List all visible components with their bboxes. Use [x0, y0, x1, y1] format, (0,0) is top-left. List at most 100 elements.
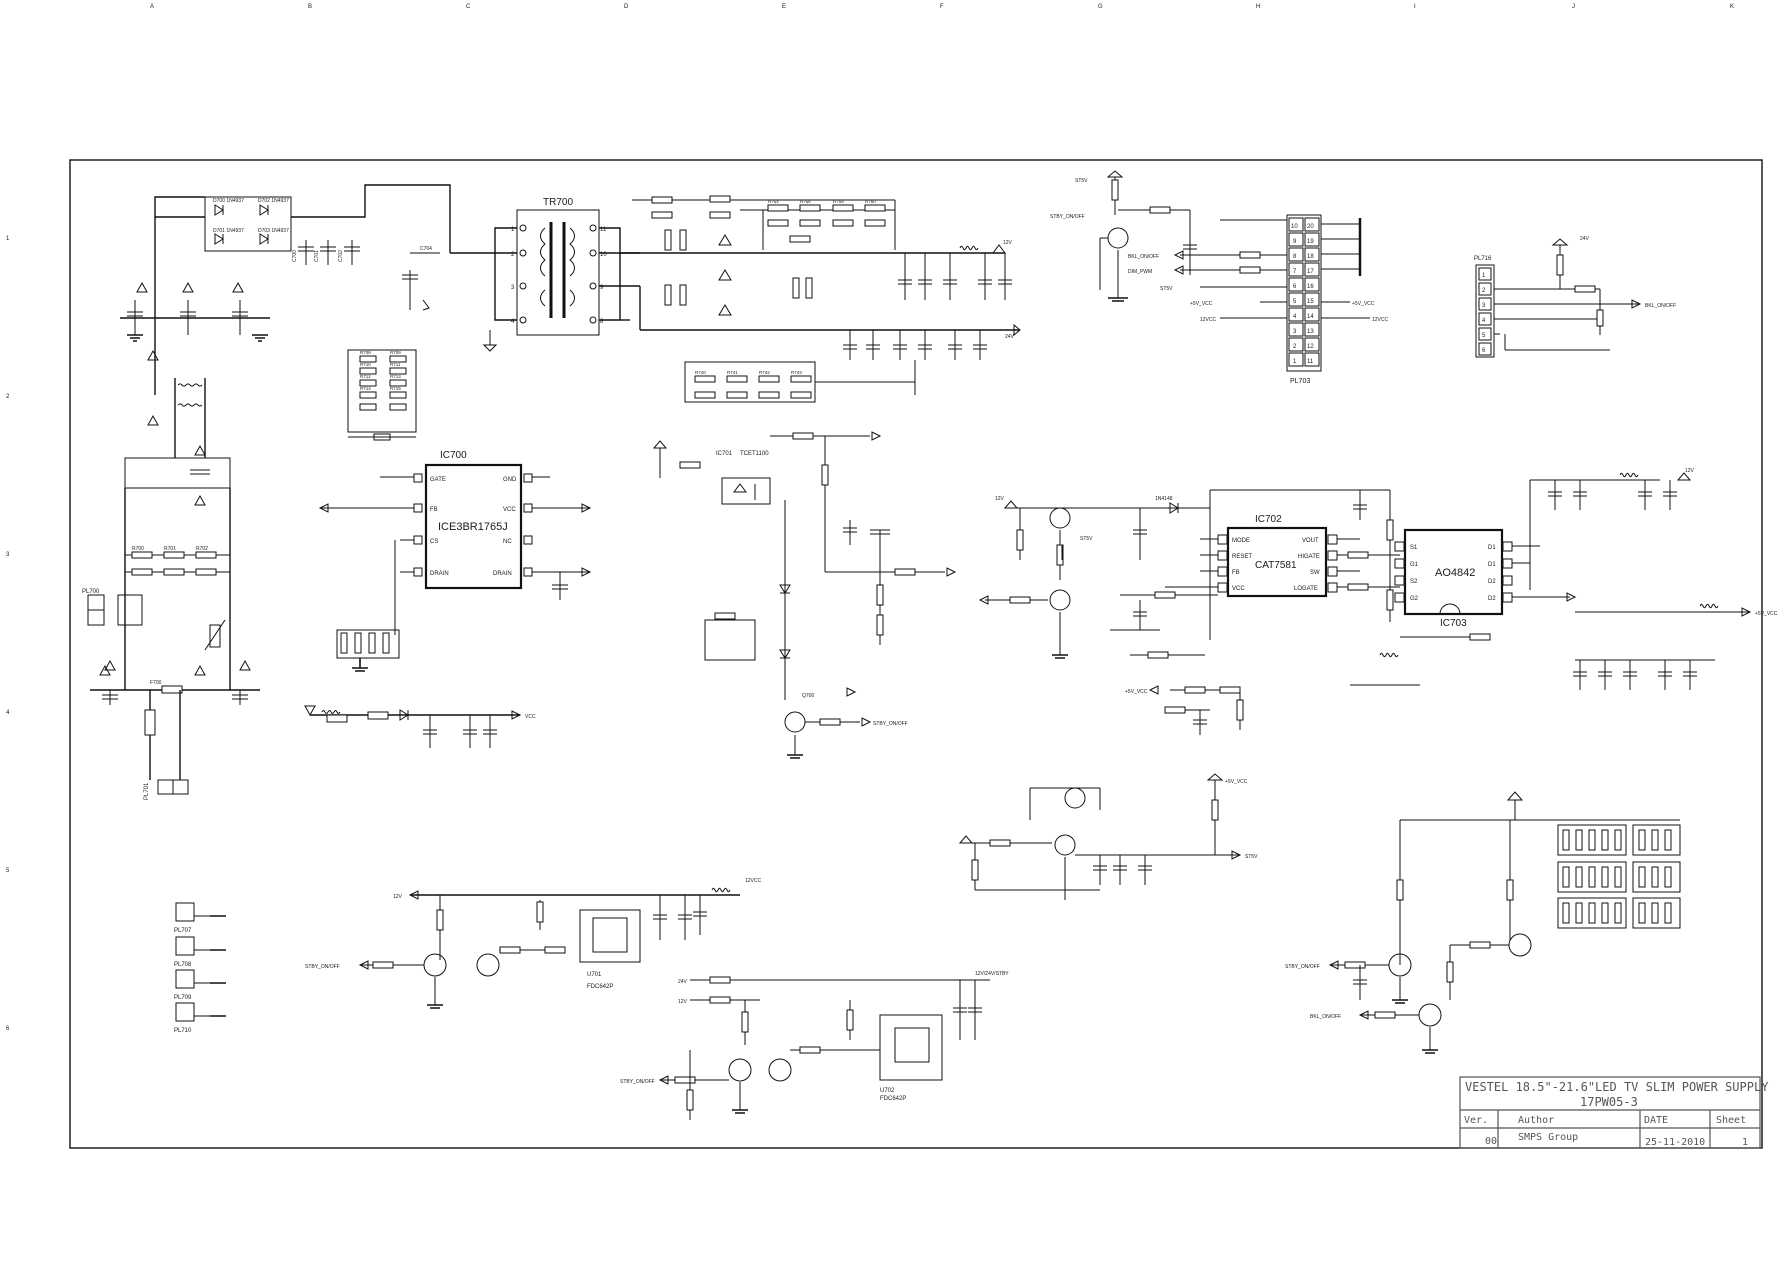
pl703-pin-16: 16 — [1307, 284, 1314, 290]
grid-col-j: J — [1572, 4, 1575, 10]
title-block-ver-label: Ver. — [1464, 1115, 1488, 1126]
cap-c700-label: C700 — [292, 250, 298, 262]
12vcc-label-2: 12VCC — [1372, 317, 1389, 323]
r754-label: R754 — [768, 199, 779, 204]
vcc5-label-2: +5V_VCC — [1352, 301, 1375, 307]
pl703-pin-1: 1 — [1293, 359, 1297, 365]
tr-pin-8: 8 — [600, 319, 604, 325]
r713-label: R713 — [390, 374, 401, 379]
pl703-pin-14: 14 — [1307, 314, 1314, 320]
ic700-pin-drain-r: DRAIN — [493, 571, 512, 577]
12v24v-stby-label: 12V/24V/STBY — [975, 971, 1009, 977]
pl703-pin-9: 9 — [1293, 239, 1297, 245]
title-block-date-label: DATE — [1644, 1115, 1668, 1126]
q700-label: Q700 — [802, 693, 814, 699]
pl716-ref: PL716 — [1474, 256, 1492, 262]
pl700-label: PL700 — [82, 589, 100, 595]
r756-label: R756 — [800, 199, 811, 204]
net-12v-right: 12V — [1685, 468, 1695, 474]
ic702-pin-vout: VOUT — [1302, 538, 1319, 544]
ic700-part: ICE3BR1765J — [438, 521, 508, 533]
r708-label: R708 — [360, 350, 371, 355]
f700-label: F700 — [150, 680, 162, 686]
stby-on-off-label-4: STBY_ON/OFF — [620, 1079, 655, 1085]
r758-label: R758 — [833, 199, 844, 204]
pl703-pin-3: 3 — [1293, 329, 1297, 335]
tr-pin-3: 3 — [511, 285, 515, 291]
ic700-pin-gnd: GND — [503, 477, 517, 483]
r715-label: R715 — [390, 386, 401, 391]
r710-label: R710 — [360, 362, 371, 367]
pl703-pin-19: 19 — [1307, 239, 1314, 245]
r742-label: R742 — [759, 370, 770, 375]
title-block-doc-number: 17PW05-3 — [1580, 1095, 1638, 1109]
pl708-label: PL708 — [174, 962, 192, 968]
r714-label: R714 — [360, 386, 371, 391]
grid-col-k: K — [1730, 4, 1734, 10]
ic702-controller: IC702 CAT7581 MODE RESET FB VCC VOUT HIG… — [1165, 489, 1400, 640]
pl703-pin-6: 6 — [1293, 284, 1297, 290]
ic703-mosfet: IC703 AO4842 S1 G1 S2 G2 D1 D1 D2 D2 1 — [1350, 468, 1778, 690]
ic703-pin-d2a: D2 — [1488, 579, 1496, 585]
bottom-right-resistor-matrix: STBY_ON/OFF BKL_ON/OFF — [1285, 791, 1681, 1054]
dim-pwm-label: DIM_PWM — [1128, 269, 1152, 275]
12vcc-label-3: 12VCC — [745, 878, 762, 884]
ic703-pin-d1b: D1 — [1488, 562, 1496, 568]
pl716-pin-4: 4 — [1482, 318, 1486, 324]
vcc5-label-4: +5V_VCC — [1125, 689, 1148, 695]
vcc-supply-chain: VCC — [304, 705, 536, 748]
r740-label: R740 — [695, 370, 706, 375]
tr-pin-4: 4 — [511, 319, 515, 325]
standby-transistor-pair: ST5V — [1061, 536, 1093, 560]
pl703-connector: PL703 10 20 9 19 8 18 7 17 6 16 5 15 4 1… — [1128, 214, 1389, 385]
ic702-pin-sw: SW — [1310, 570, 1320, 576]
ic703-ref: IC703 — [1440, 618, 1467, 629]
ic702-pin-reset: RESET — [1232, 554, 1252, 560]
stby-5v-section: ST5V STBY_ON/OFF — [1050, 170, 1197, 302]
st5v-label-2: ST5V — [1160, 286, 1173, 292]
ic700-pin-cs: CS — [430, 539, 438, 545]
grid-row-5: 5 — [6, 868, 10, 874]
ic700-controller: IC700 ICE3BR1765J GATE FB CS DRAIN GND V… — [318, 450, 592, 672]
d703-label: D703 1N4937 — [258, 228, 289, 234]
ic700-pin-vcc: VCC — [503, 507, 516, 513]
bkl-on-off-label-3: BKL_ON/OFF — [1310, 1014, 1341, 1020]
stby-on-off-label-1: STBY_ON/OFF — [873, 721, 908, 727]
grid-row-2: 2 — [6, 394, 10, 400]
tr-pin-10: 10 — [600, 252, 607, 258]
bkl-on-off-label-2: BKL_ON/OFF — [1645, 303, 1676, 309]
grid-col-f: F — [940, 4, 944, 10]
title-block-author-label: Author — [1518, 1115, 1554, 1126]
ic702-ref: IC702 — [1255, 514, 1282, 525]
ic702-part: CAT7581 — [1255, 560, 1297, 571]
tr-pin-2: 2 — [511, 252, 515, 258]
24v-switch: 24V 12V STBY_ON/OFF U702 FDC642P 12V/24V… — [620, 971, 1009, 1120]
grid-col-i: I — [1414, 4, 1416, 10]
grid-row-4: 4 — [6, 710, 10, 716]
grid-col-b: B — [308, 4, 312, 10]
transformer-tr700: TR700 1 2 3 4 11 10 9 8 C704 — [402, 197, 640, 352]
ic700-pin-nc: NC — [503, 539, 512, 545]
sheet-border — [69, 159, 1763, 1149]
grid-row-markers: 1 2 3 4 5 6 — [6, 236, 10, 1032]
d700-label: D700 1N4937 — [213, 198, 244, 204]
cap-c702-label: C702 — [338, 250, 344, 262]
net-24v-top: 24V — [1005, 334, 1015, 340]
ic703-pin-d1a: D1 — [1488, 545, 1496, 551]
title-block-sheet-label: Sheet — [1716, 1115, 1746, 1126]
misc-connectors: PL707 PL708 PL709 PL710 — [174, 902, 226, 1034]
grid-row-6: 6 — [6, 1026, 10, 1032]
grid-col-d: D — [624, 4, 629, 10]
pl703-pin-15: 15 — [1307, 299, 1314, 305]
pl703-pin-12: 12 — [1307, 344, 1314, 350]
grid-row-1: 1 — [6, 236, 10, 242]
net-12v-mid: 12V — [995, 496, 1005, 502]
grid-col-g: G — [1098, 4, 1103, 10]
ic703-pin-g2: G2 — [1410, 596, 1419, 602]
5v-regulator: ST5V +5V_VCC — [958, 773, 1258, 900]
pl703-pin-7: 7 — [1293, 269, 1297, 275]
grid-col-e: E — [782, 4, 786, 10]
12v-switch-section: 12V 1N4148 +5V_VCC — [978, 496, 1244, 735]
damper-resistor-bank: R708 R709 R710 R711 R712 R713 R714 R715 — [347, 349, 417, 441]
